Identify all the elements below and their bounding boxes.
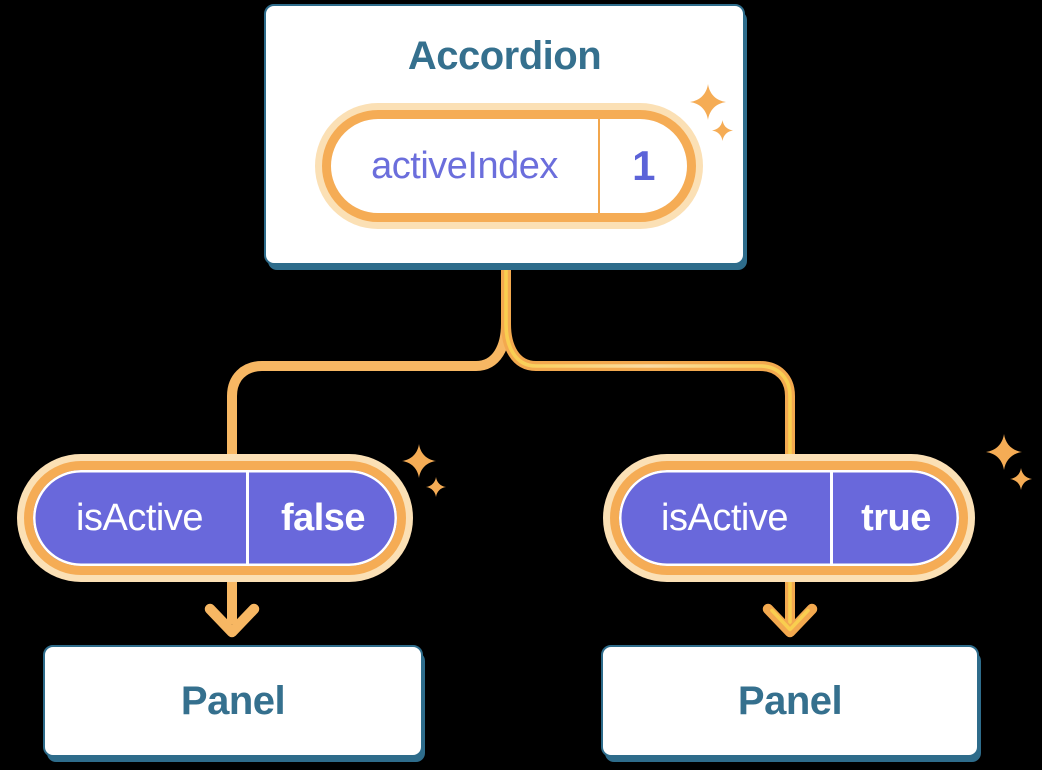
sparkle-icon bbox=[402, 444, 436, 478]
sparkle-icon bbox=[986, 434, 1022, 470]
state-value: 1 bbox=[632, 142, 655, 189]
sparkle-icon bbox=[712, 120, 733, 141]
panel-node-right: Panel bbox=[601, 645, 979, 757]
sparkle-icon bbox=[1010, 468, 1032, 490]
arrow-down-icon bbox=[204, 603, 260, 638]
panel-node-left: Panel bbox=[43, 645, 423, 757]
accordion-title: Accordion bbox=[407, 34, 602, 78]
arrow-down-icon bbox=[762, 603, 818, 638]
prop-pill-inactive: isActive false bbox=[24, 461, 406, 575]
prop-name: isActive bbox=[661, 496, 788, 539]
sparkle-icon bbox=[426, 477, 446, 497]
state-name: activeIndex bbox=[371, 144, 558, 187]
prop-pill-active: isActive true bbox=[610, 461, 968, 575]
branch-left-line bbox=[204, 260, 511, 638]
prop-name: isActive bbox=[76, 496, 203, 539]
panel-title: Panel bbox=[737, 678, 843, 723]
arrow-core-icon bbox=[770, 608, 810, 632]
prop-value: true bbox=[861, 496, 931, 539]
prop-value: false bbox=[280, 496, 366, 539]
sparkle-icon bbox=[690, 84, 726, 120]
pill-divider bbox=[598, 119, 600, 213]
pill-divider bbox=[830, 470, 833, 566]
branch-right-line bbox=[501, 260, 818, 638]
state-pill: activeIndex 1 bbox=[322, 110, 696, 222]
panel-title: Panel bbox=[180, 678, 286, 723]
